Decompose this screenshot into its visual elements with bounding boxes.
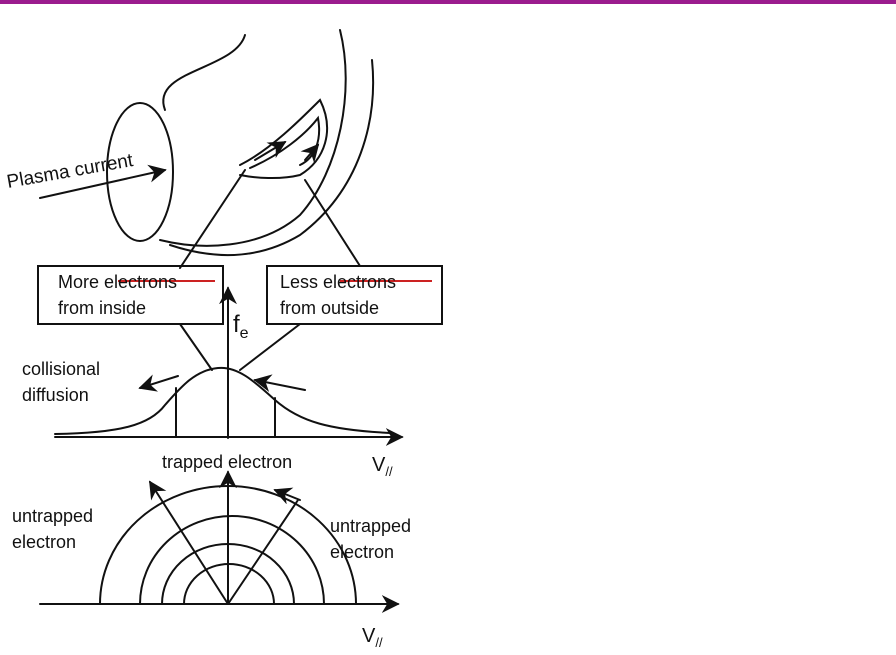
v-parallel-upper-label: V// [372, 454, 393, 479]
plasma-current-label: Plasma current [5, 150, 135, 193]
orbit-arrow-right [300, 143, 320, 164]
box-right-line1: Less electrons [280, 272, 396, 292]
untrapped-right-line1: untrapped [330, 516, 411, 536]
untrapped-left-line2: electron [12, 532, 76, 552]
torus-cross-section [106, 102, 174, 242]
v-parallel-lower-label: V// [362, 625, 383, 650]
top-accent-bar [0, 0, 896, 4]
untrapped-left-line1: untrapped [12, 506, 93, 526]
box-left-line2: from inside [58, 298, 146, 318]
leader-right-upper [304, 179, 361, 267]
v-upper-symbol: V [372, 454, 386, 476]
v-lower-symbol: V [362, 625, 376, 647]
untrapped-right-line2: electron [330, 542, 394, 562]
box-right [266, 265, 443, 325]
trapped-electron-label: trapped electron [162, 452, 292, 472]
box-right-line2: from outside [280, 298, 379, 318]
leader-right-lower [239, 323, 301, 371]
torus-inner-curve [159, 29, 347, 247]
v-lower-subscript: // [375, 635, 383, 650]
orbit-arrow-left [254, 141, 287, 161]
collisional-label-line2: diffusion [22, 385, 89, 405]
torus-far-curve [169, 59, 375, 256]
fe-symbol: f [233, 311, 240, 338]
plasma-current-arrow [39, 164, 167, 199]
phase-arrow-right [227, 499, 299, 605]
phase-arrow-left [149, 480, 229, 605]
leader-left-lower [179, 323, 213, 371]
v-upper-subscript: // [385, 464, 393, 479]
distribution-curve [54, 366, 391, 435]
fe-subscript: e [240, 325, 249, 342]
fe-label: fe [233, 311, 249, 342]
phase-arc-2 [139, 515, 325, 605]
torus-outer-curve [162, 34, 246, 111]
phase-inflow-arrow [273, 487, 301, 505]
collisional-label-line1: collisional [22, 359, 100, 379]
collisional-arrow [138, 374, 179, 392]
leader-left-upper [179, 169, 246, 269]
inflow-arrow [253, 374, 306, 393]
banana-orbit-outer [239, 98, 329, 179]
box-left-line1: More electrons [58, 272, 177, 292]
